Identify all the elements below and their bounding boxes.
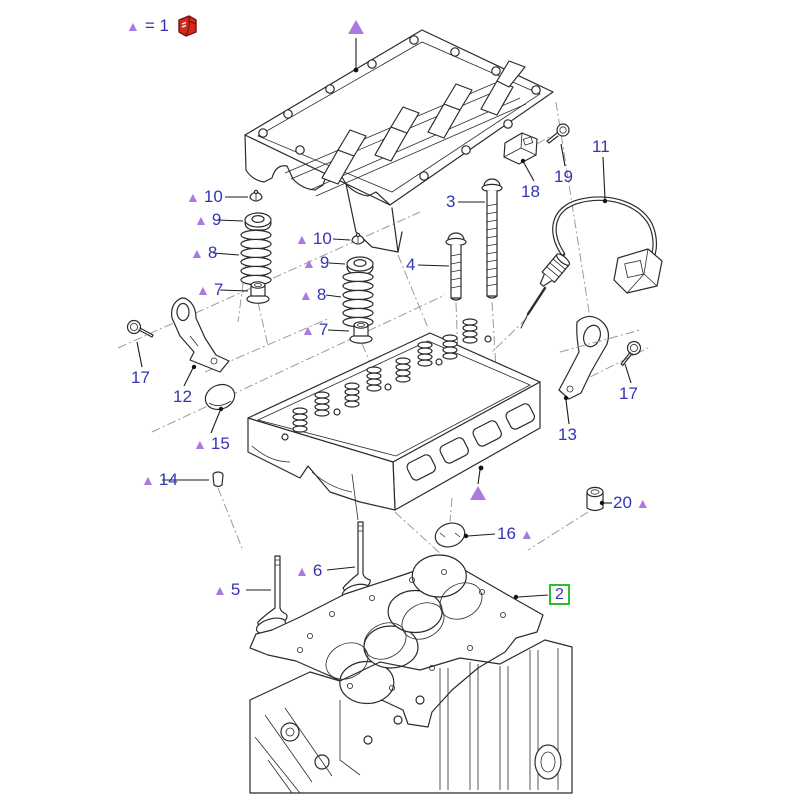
valve-components-left [240, 189, 272, 304]
part-number-label[interactable]: 8 [207, 243, 218, 262]
part-number-label[interactable]: 19 [554, 167, 573, 186]
part-number-label[interactable]: 9 [211, 210, 222, 229]
glow-plug-sensor-drawing [520, 196, 663, 329]
part-number-label[interactable]: 18 [521, 182, 540, 201]
serviceable-triangle-icon: ▲ [302, 255, 316, 271]
serviceable-triangle-icon: ▲ [301, 322, 315, 338]
part-number-label[interactable]: 14 [158, 470, 178, 489]
part-number-label[interactable]: 7 [213, 280, 224, 299]
part-number-label[interactable]: 17 [619, 384, 638, 403]
bracket-bolt-left-drawing [126, 319, 154, 338]
cylinder-head-drawing [247, 318, 541, 511]
callout-glow-plug-sensor: 11 [592, 138, 610, 156]
camshaft-sensor-drawing [503, 132, 552, 165]
serviceable-triangle-icon: ▲ [141, 472, 155, 488]
engine-block-drawing [249, 639, 573, 794]
serviceable-triangle-icon: ▲ [635, 495, 650, 511]
callout-lifting-bracket-right: 13 [558, 426, 577, 444]
callout-valve-spring-mid: ▲ 8 [299, 286, 326, 304]
sensor-bolt-drawing [546, 123, 570, 144]
head-bolt-long-drawing [481, 178, 503, 299]
part-number-label[interactable]: 15 [210, 434, 230, 453]
serviceable-triangle-icon: ▲ [193, 436, 207, 452]
callout-exhaust-valve: ▲ 5 [213, 581, 240, 599]
callout-sensor-bolt: 19 [554, 168, 573, 186]
part-number-label[interactable]: 7 [318, 320, 329, 339]
part-number-label[interactable]: 2 [549, 583, 570, 605]
callout-head-bolt-short: 4 [406, 256, 415, 274]
callout-valve-collet-left: ▲ 10 [186, 188, 223, 206]
part-number-label[interactable]: 9 [319, 253, 330, 272]
serviceable-triangle-icon: ▲ [295, 563, 309, 579]
part-number-label[interactable]: 6 [312, 561, 323, 580]
serviceable-triangle-icon: ▲ [519, 526, 534, 542]
part-number-label[interactable]: 20 [613, 493, 632, 512]
part-number-label[interactable]: 13 [558, 425, 577, 444]
sealing-cap-drawing [204, 383, 236, 411]
callout-intake-valve: ▲ 6 [295, 562, 322, 580]
legend-triangle-icon: ▲ [126, 18, 140, 34]
assembly-marker-middle [470, 465, 486, 500]
lifting-bracket-left-drawing [171, 297, 230, 373]
callout-sealing-cap: ▲ 15 [193, 435, 230, 453]
callout-stem-seal-mid: ▲ 7 [301, 321, 328, 339]
serviceable-triangle-icon: ▲ [213, 582, 227, 598]
locating-dowel-drawing [586, 486, 604, 512]
serviceable-triangle-icon: ▲ [186, 189, 200, 205]
part-number-label[interactable]: 17 [131, 368, 150, 387]
callout-stem-seal-left: ▲ 7 [196, 281, 223, 299]
bracket-bolt-right-drawing [620, 339, 643, 369]
callout-spring-retainer-mid: ▲ 9 [302, 254, 329, 272]
blanking-plug-drawing [212, 471, 224, 488]
serviceable-triangle-icon: ▲ [194, 212, 208, 228]
callout-locating-dowel: 20 ▲ [613, 494, 650, 512]
service-manual-icon[interactable] [174, 13, 200, 39]
callout-spring-retainer-left: ▲ 9 [194, 211, 221, 229]
part-number-label[interactable]: 12 [173, 387, 192, 406]
legend: ▲ = 1 [126, 14, 200, 38]
callout-lifting-bracket-left: 12 [173, 388, 192, 406]
callout-valve-spring-left: ▲ 8 [190, 244, 217, 262]
part-number-label[interactable]: 16 [497, 524, 516, 543]
callout-head-gasket: 2 [549, 583, 570, 605]
part-number-label[interactable]: 10 [203, 187, 223, 206]
leader-lines [136, 143, 632, 600]
part-number-label[interactable]: 3 [446, 192, 456, 211]
part-number-label[interactable]: 4 [406, 255, 416, 274]
head-gasket-drawing [249, 554, 544, 728]
camshaft-carrier-drawing [244, 29, 554, 253]
part-number-label[interactable]: 10 [312, 229, 332, 248]
assembly-marker-top [348, 20, 364, 73]
lifting-bracket-right-drawing [558, 315, 641, 400]
callout-blanking-plug: ▲ 14 [141, 471, 178, 489]
part-number-label[interactable]: 5 [230, 580, 241, 599]
serviceable-triangle-icon: ▲ [196, 282, 210, 298]
serviceable-triangle-icon: ▲ [295, 231, 309, 247]
head-bolt-short-drawing [445, 232, 467, 301]
callout-head-bolt-long: 3 [446, 193, 455, 211]
core-plug-drawing [434, 522, 466, 548]
callout-core-plug: 16 ▲ [497, 525, 534, 543]
legend-text: = 1 [144, 16, 169, 35]
serviceable-triangle-icon: ▲ [190, 245, 204, 261]
callout-valve-collet-mid: ▲ 10 [295, 230, 332, 248]
callout-bracket-bolt-left: 17 [131, 369, 150, 387]
callout-camshaft-sensor: 18 [521, 183, 540, 201]
valve-components-middle [342, 232, 374, 344]
alignment-lines [117, 101, 649, 557]
exhaust-valve-drawing [255, 555, 288, 635]
part-number-label[interactable]: 8 [316, 285, 327, 304]
part-number-label[interactable]: 11 [592, 137, 610, 156]
callout-bracket-bolt-right: 17 [619, 385, 638, 403]
serviceable-triangle-icon: ▲ [299, 287, 313, 303]
